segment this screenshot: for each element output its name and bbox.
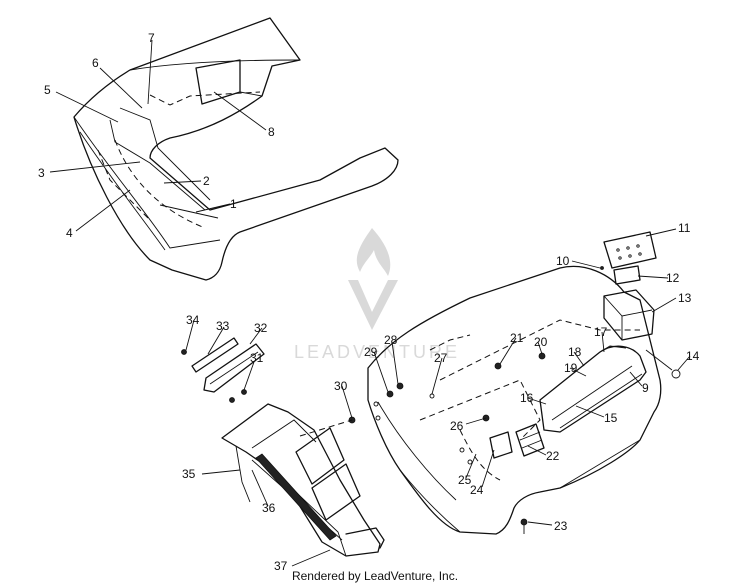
callout-31: 31 [250,351,264,365]
callout-9: 9 [642,381,649,395]
callout-18: 18 [568,345,582,359]
side-panel-assembly [181,337,385,557]
callout-33: 33 [216,319,230,333]
callout-32: 32 [254,321,268,335]
part-13-box [603,289,655,341]
callout-13: 13 [678,291,692,305]
part-8-window [195,59,241,105]
callout-8: 8 [268,125,275,139]
callout-23: 23 [554,519,568,533]
callout-12: 12 [666,271,680,285]
upper-cowl-assembly [73,17,399,281]
callout-2: 2 [203,174,210,188]
callout-29: 29 [364,345,378,359]
callout-24: 24 [470,483,484,497]
callout-5: 5 [44,83,51,97]
callout-17: 17 [594,325,608,339]
part-33-strip [191,337,239,373]
callout-35: 35 [182,467,196,481]
callout-14: 14 [686,349,700,363]
cowl-outline [73,17,399,281]
callout-36: 36 [262,501,276,515]
callout-22: 22 [546,449,560,463]
callout-20: 20 [534,335,548,349]
callout-7: 7 [148,31,155,45]
part-22-hinge [515,423,545,457]
callout-28: 28 [384,333,398,347]
callout-3: 3 [38,166,45,180]
callout-11: 11 [678,221,691,235]
callout-15: 15 [604,411,618,425]
hood-outline [367,265,662,535]
watermark-text: LEADVENTURE [294,342,460,362]
callout-34: 34 [186,313,200,327]
part-12-switch [613,265,641,285]
callout-27: 27 [434,351,448,365]
callout-37: 37 [274,559,288,573]
callout-25: 25 [458,473,472,487]
footer-credit: Rendered by LeadVenture, Inc. [291,569,459,583]
callout-19: 19 [564,361,578,375]
switch-box-assembly [600,231,657,341]
leadventure-logo-icon [348,228,398,330]
callout-6: 6 [92,56,99,70]
callout-30: 30 [334,379,348,393]
callout-26: 26 [450,419,464,433]
callout-21: 21 [510,331,524,345]
part-32-bracket [203,343,265,393]
watermark: LEADVENTURE [294,228,460,362]
callout-16: 16 [520,391,534,405]
leader-lines [49,39,691,567]
part-11-cover [603,231,657,269]
callout-1: 1 [230,197,237,211]
callout-labels: 1 2 3 4 5 6 7 8 9 10 11 12 13 14 15 16 1… [38,31,700,573]
callout-4: 4 [66,226,73,240]
lower-hood-assembly [299,265,681,535]
part-15-pod [539,345,647,433]
callout-10: 10 [556,254,570,268]
